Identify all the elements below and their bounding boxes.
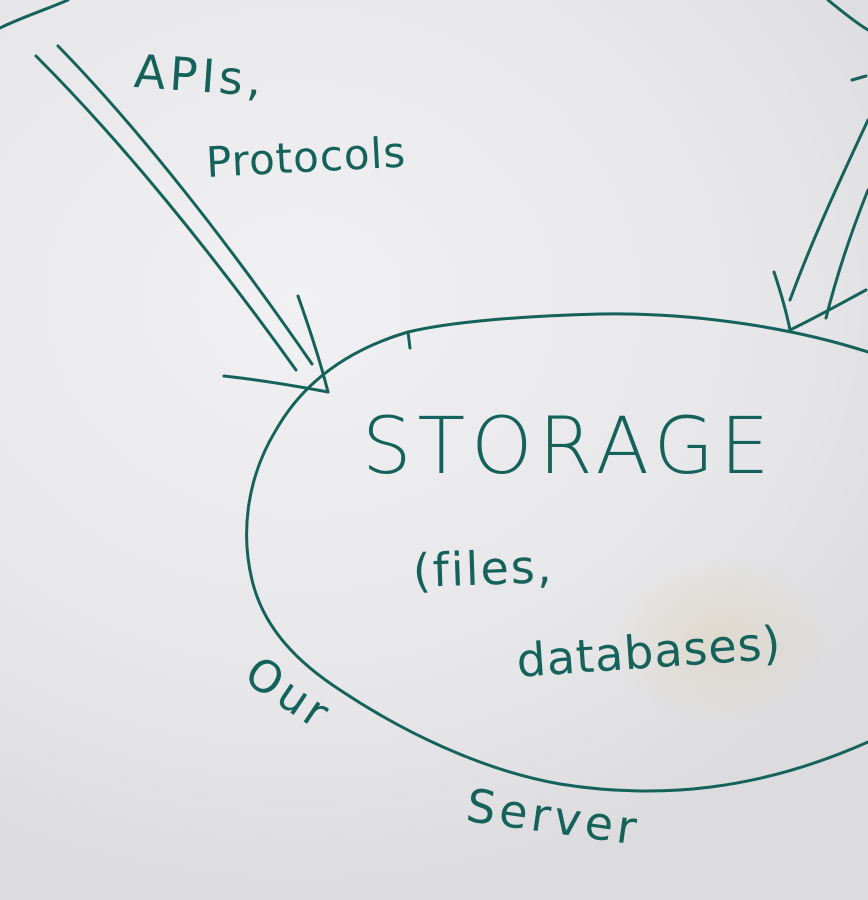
arrow-right-shaft-outer	[788, 118, 868, 302]
arrow-left-head-vertical	[296, 294, 330, 394]
edge-stroke-top-left	[0, 0, 70, 30]
incoming-arrow-left	[34, 44, 330, 394]
edge-stroke-top-right	[826, 0, 868, 32]
label-storage: STORAGE	[362, 402, 776, 492]
incoming-arrow-right	[772, 118, 868, 332]
arrow-right-head-right	[788, 288, 868, 332]
label-apis: APIs,	[132, 44, 268, 108]
label-files: (files,	[411, 539, 555, 598]
arrow-left-shaft-inner	[56, 44, 314, 366]
storage-boundary-tick	[406, 330, 412, 350]
storage-boundary	[245, 312, 868, 793]
edge-mark-right	[850, 74, 868, 82]
label-protocols: Protocols	[204, 127, 408, 187]
arrow-right-head-left	[772, 270, 792, 332]
arrow-left-head-horizontal	[222, 374, 330, 394]
arrow-right-shaft-inner	[824, 188, 868, 320]
arrow-left-shaft-outer	[34, 54, 298, 372]
